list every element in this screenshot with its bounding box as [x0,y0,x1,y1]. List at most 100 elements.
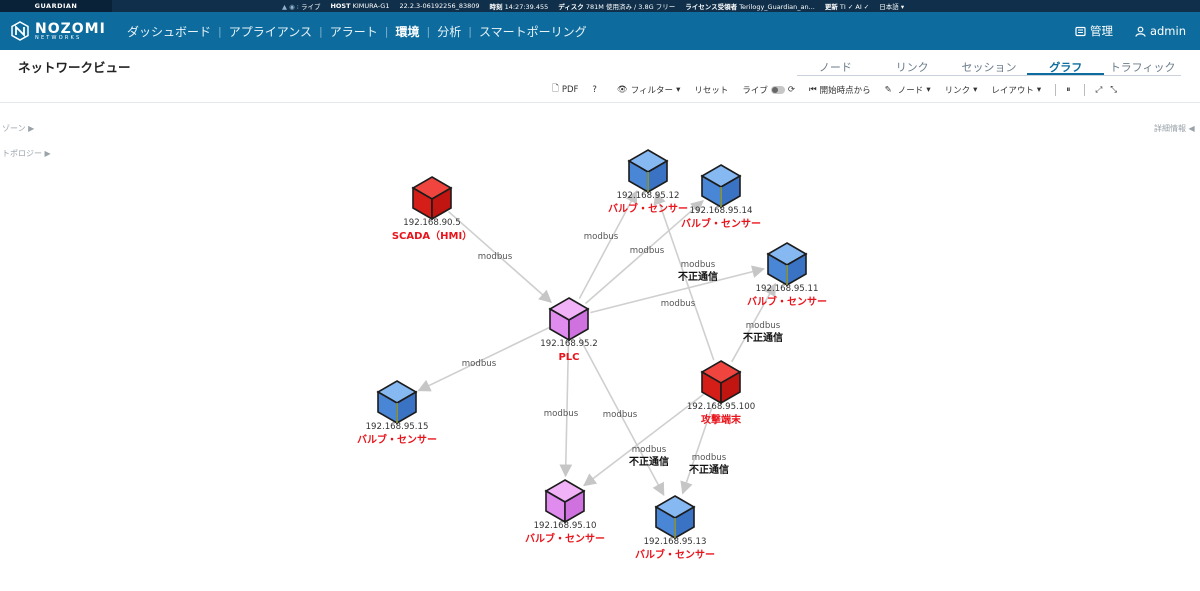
nav-analysis[interactable]: 分析 [437,24,462,39]
graph-canvas[interactable] [0,102,1200,591]
edge-plc-n12[interactable] [578,190,638,299]
node-cube-right [720,370,741,405]
help-button[interactable]: ? [592,85,597,95]
link-dropdown[interactable]: リンク▾ [944,85,978,96]
edge-labels-layer: modbus modbus modbus modbus modbus modbus modb… [462,232,783,476]
nodes-layer: 192.168.90.5SCADA（HMI）192.168.95.2PLC192… [357,149,827,561]
skip-back-icon: ⏮ [809,85,817,95]
nozomi-logo[interactable]: NOZOMI NETWORKS [10,21,110,41]
zone-panel-toggle[interactable]: ゾーン ▶ [2,124,35,133]
filter-dropdown[interactable]: 👁フィルター▾ [616,85,681,96]
refresh-icon[interactable]: ⟳ [787,85,795,95]
edge-atk-n10[interactable] [583,393,704,487]
edge-hmi-plc[interactable] [447,210,552,303]
disk-info: ディスク 781M 使用済み / 3.8G フリー [558,3,676,11]
nav-separator: | [319,24,323,38]
caret-down-icon: ▾ [900,3,905,11]
node-role-label: バルブ・センサー [635,548,715,561]
pin-button[interactable]: ✎ [885,85,892,95]
nav-environment[interactable]: 環境 [395,24,420,39]
edge-protocol-label: modbus [478,252,513,262]
tab-graph[interactable]: グラフ [1027,58,1105,75]
pdf-button[interactable]: 🗋PDF [552,84,579,95]
layout-dropdown[interactable]: レイアウト▾ [991,85,1042,96]
edge-atk-n13[interactable] [680,401,715,495]
edge-plc-n10[interactable] [559,339,573,478]
toolbar-divider [1055,84,1057,96]
caret-down-icon: ▾ [676,85,681,95]
nav-menu: ダッシュボード| アプライアンス| アラート| 環境| 分析| スマートポーリン… [120,23,594,40]
edge-plc-n15[interactable] [417,326,550,392]
language-select[interactable]: 日本語 ▾ [879,3,905,11]
nav-separator: | [426,24,431,38]
node-cube-right [564,489,585,524]
time-info: 時刻 14:27:39.455 [489,3,549,11]
host-info: HOST KIMURA-G1 [330,2,390,10]
edge-protocol-label: modbus [603,410,638,420]
collapse-button[interactable]: ⤡ [1110,85,1117,95]
document-icon: 🗋 [552,84,559,94]
node-cube-right [431,186,452,221]
edge-protocol-label: modbus [661,299,696,309]
edge-protocol-label: modbus [584,232,619,242]
edge-plc-n11[interactable] [590,265,765,314]
edge-atk-n11[interactable] [731,282,776,363]
from-start-button[interactable]: ⏮開始時点から [809,85,871,96]
nav-separator: | [468,24,472,38]
node-ip-label: 192.168.95.13 [644,537,707,547]
edge-atk-n12[interactable] [653,191,715,361]
caret-down-icon: ▾ [1036,85,1042,95]
live-dot-icon: ▲ ◉ ⁝ [282,3,299,11]
edge-alert-label: 不正通信 [629,455,669,468]
user-icon [1135,26,1146,37]
edge-protocol-label: modbus [544,409,579,419]
expand-icon: ⤢ [1095,85,1103,95]
nav-appliances[interactable]: アプライアンス [228,24,313,39]
edges-layer [417,190,776,496]
logo-wordmark: NOZOMI [35,20,106,37]
edge-plc-n14[interactable] [585,199,704,305]
tab-nodes[interactable]: ノード [818,61,852,74]
nav-dashboard[interactable]: ダッシュボード [127,24,212,39]
expand-button[interactable]: ⤢ [1095,85,1102,95]
edge-plc-n13[interactable] [578,337,665,496]
tab-links[interactable]: リンク [895,61,929,74]
nav-smart-polling[interactable]: スマートポーリング [478,24,587,39]
edge-protocol-label: modbus [462,359,497,369]
live-toggle[interactable]: ライブ⟳ [742,85,795,96]
caret-down-icon: ▾ [973,85,978,95]
node-role-label: バルブ・センサー [681,217,761,230]
caret-down-icon: ▾ [926,85,931,95]
collapse-icon: ⤡ [1110,85,1118,95]
admin-menu-button[interactable]: 管理 [1075,23,1113,39]
nav-alerts[interactable]: アラート [329,24,378,39]
version-info: 22.2.3-06192256_83809 [399,2,480,10]
node-ip-label: 192.168.95.2 [540,339,597,349]
live-indicator: ▲ ◉ ⁝ ライブ [282,3,321,11]
edge-protocol-label: modbus [746,321,781,331]
user-menu-button[interactable]: admin [1135,24,1186,38]
node-role-label: SCADA（HMI） [392,229,472,242]
graph-toolbar: 🗋PDF ? 👁フィルター▾ リセット ライブ⟳ ⏮開始時点から ✎ ノード▾ … [552,83,1117,97]
toggle-switch[interactable] [770,86,785,94]
edge-alert-label: 不正通信 [689,463,729,476]
pause-button[interactable]: ⏸ [1066,85,1070,95]
status-bar: GUARDIAN ▲ ◉ ⁝ ライブ HOST KIMURA-G1 22.2.3… [0,0,1200,12]
tab-sessions[interactable]: セッション [961,61,1017,74]
reset-button[interactable]: リセット [694,86,729,96]
node-dropdown[interactable]: ノード▾ [897,85,931,96]
tab-traffic[interactable]: トラフィック [1109,61,1176,74]
topology-panel-toggle[interactable]: トポロジー ▶ [2,149,51,158]
node-role-label: 攻撃端末 [701,413,742,426]
details-panel-toggle[interactable]: 詳細情報 ◀ [1154,124,1195,133]
edge-alert-label: 不正通信 [678,270,718,283]
